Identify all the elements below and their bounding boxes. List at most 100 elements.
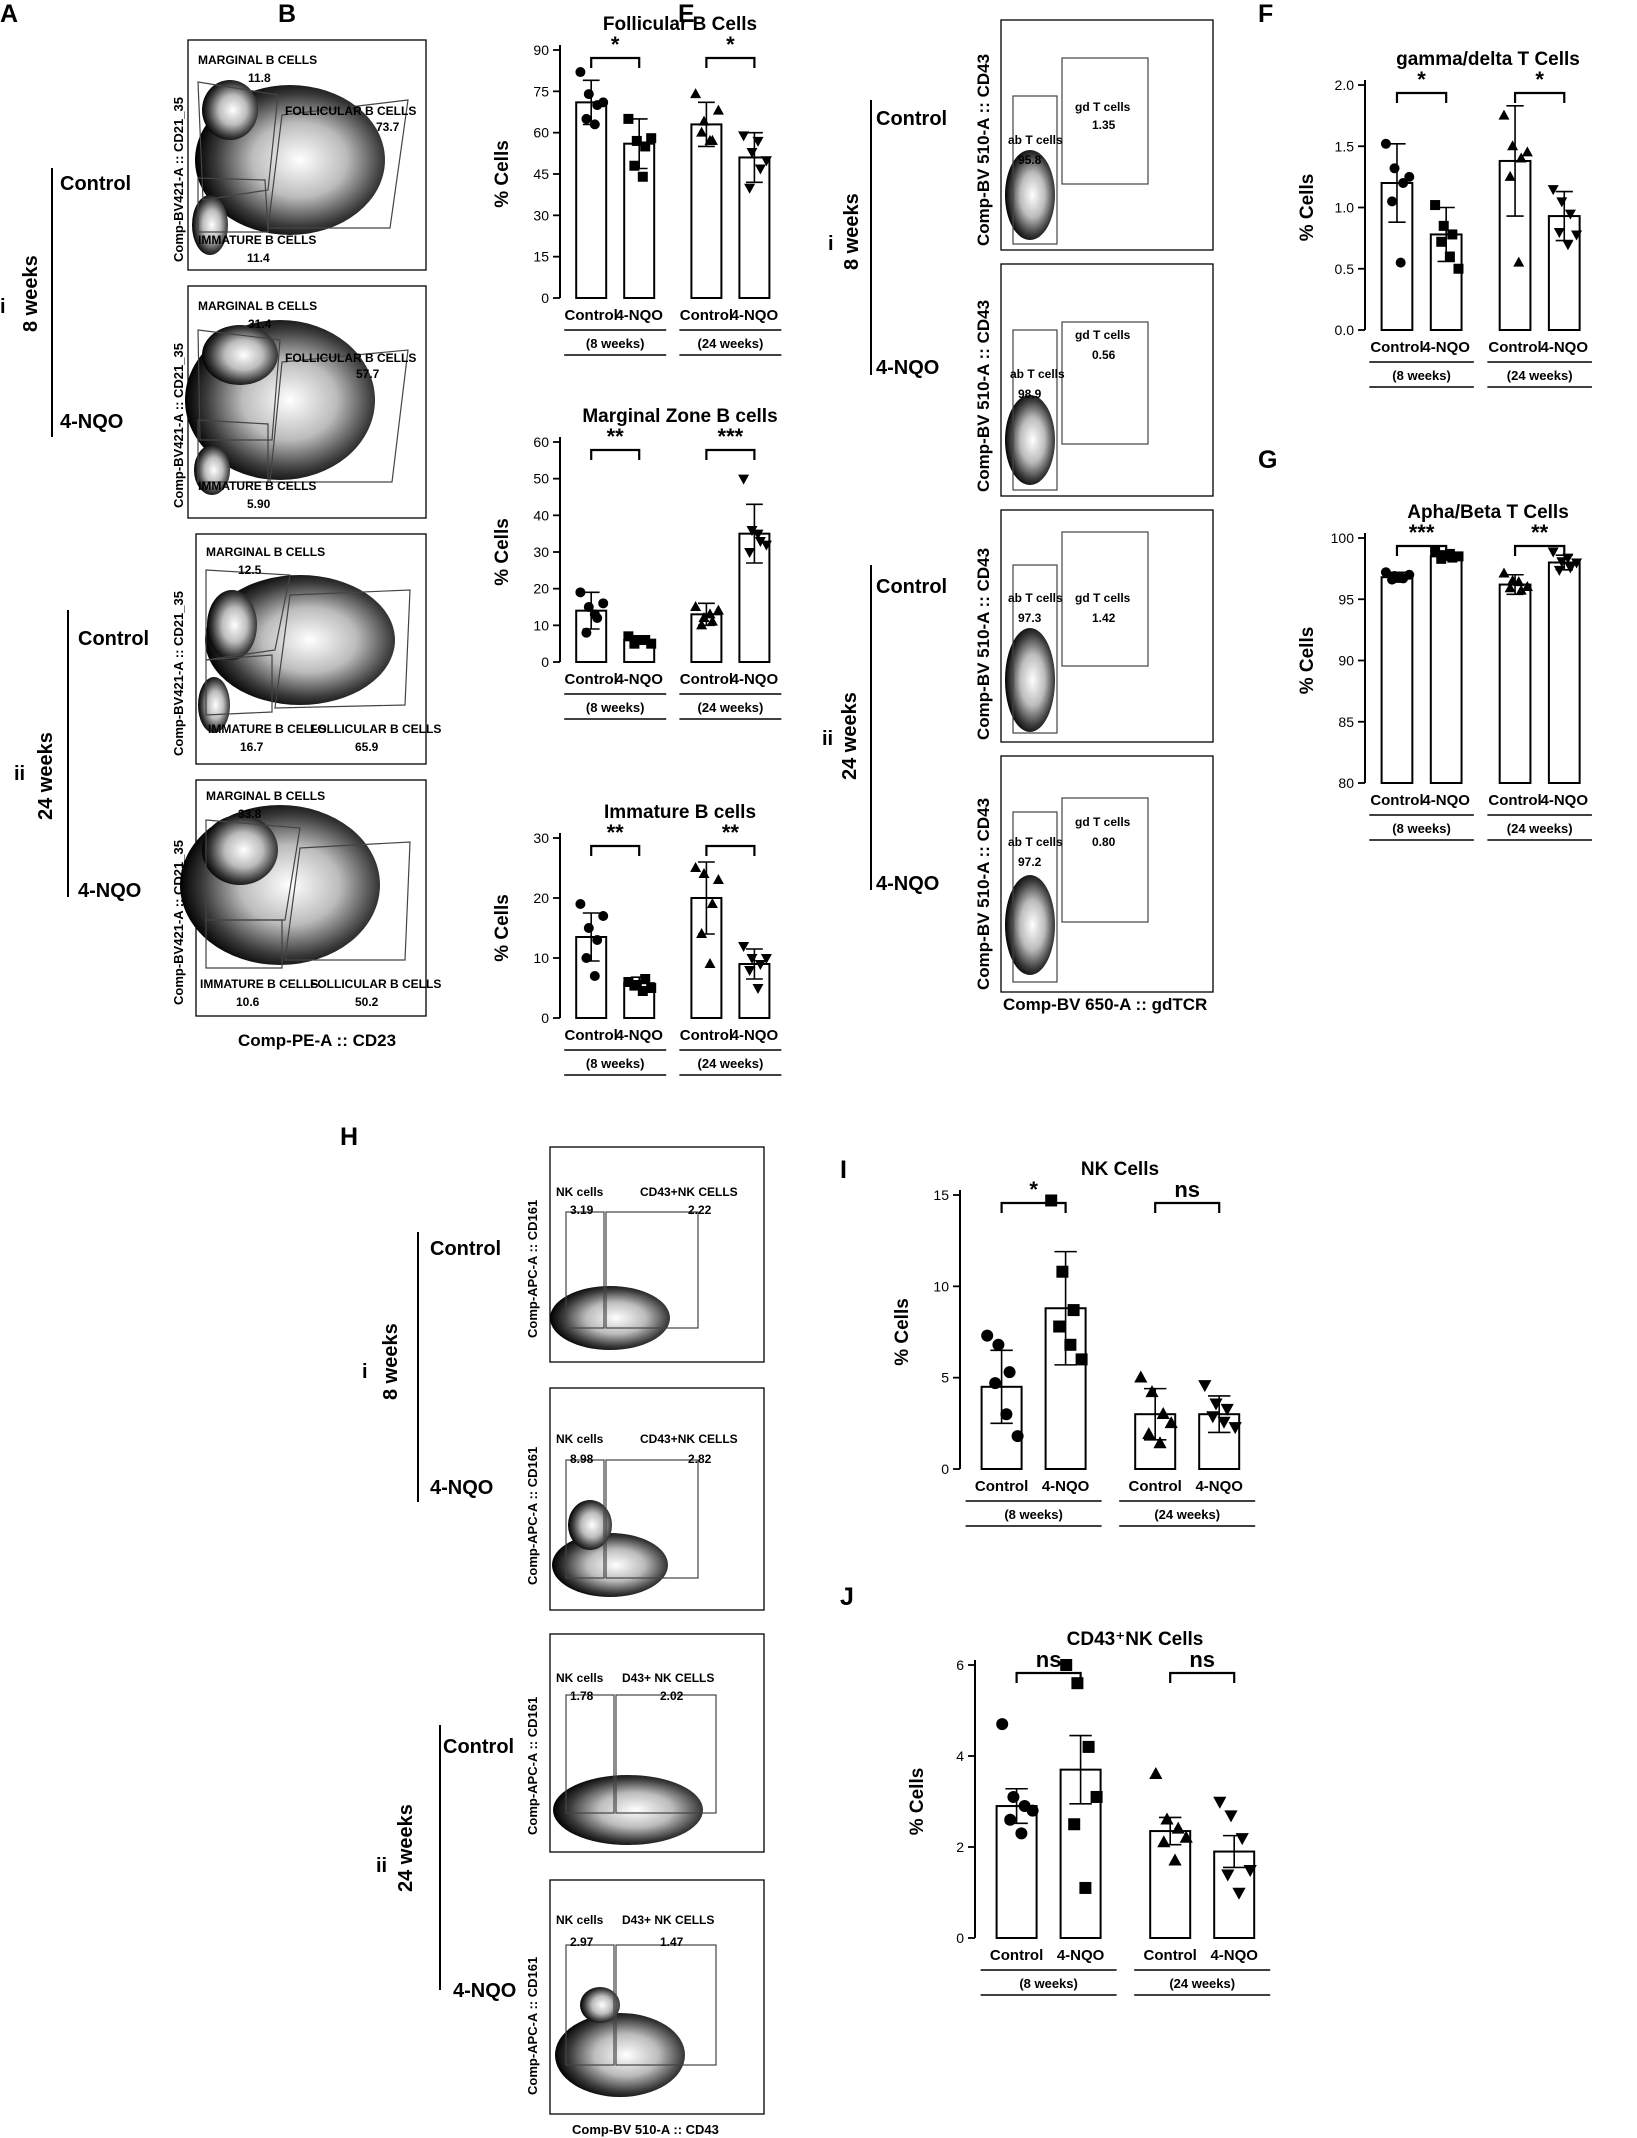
- x-category-label: Control: [680, 671, 733, 688]
- ab-gate-label: ab T cells: [1008, 591, 1063, 605]
- ab-value: 97.2: [1018, 855, 1042, 869]
- y-tick-label: 6: [956, 1657, 964, 1673]
- y-tick-label: 1.5: [1335, 138, 1355, 154]
- y-tick-label: 0: [941, 1461, 949, 1477]
- marginal-gate-label: MARGINAL B CELLS: [198, 53, 317, 67]
- data-point: [698, 612, 710, 622]
- gd-value: 0.56: [1092, 348, 1116, 362]
- data-point: [754, 537, 766, 547]
- data-point: [1090, 1790, 1103, 1803]
- x-category-label: Control: [565, 307, 618, 324]
- follicular-value: 65.9: [355, 740, 379, 754]
- data-point: [1060, 1659, 1073, 1671]
- nk-value: 1.78: [570, 1689, 594, 1703]
- flow-plot-h-4: NK cells 2.97 D43+ NK CELLS 1.47: [549, 1879, 765, 2115]
- x-category-label: Control: [1488, 792, 1541, 809]
- y-axis-label: % Cells: [907, 1768, 928, 1836]
- data-point: [1447, 229, 1458, 240]
- data-point: [760, 156, 772, 167]
- data-point: [575, 587, 586, 598]
- immature-gate-label: IMMATURE B CELLS: [208, 722, 326, 736]
- group-label: (8 weeks): [586, 336, 645, 351]
- data-point: [1453, 551, 1464, 562]
- gd-value: 1.35: [1092, 118, 1116, 132]
- data-point: [589, 119, 600, 130]
- data-point: [698, 868, 710, 878]
- immature-value: 5.90: [247, 497, 271, 511]
- significance-bracket: [1015, 1671, 1082, 1683]
- data-point: [1395, 257, 1406, 268]
- x-category-label: Control: [1488, 339, 1541, 356]
- data-point: [1015, 1827, 1028, 1840]
- data-point: [629, 980, 640, 991]
- data-point: [1053, 1320, 1066, 1333]
- x-category-label: 4-NQO: [1422, 792, 1470, 809]
- data-point: [698, 115, 710, 126]
- data-point: [1395, 572, 1406, 583]
- chart-title: Apha/Beta T Cells: [1407, 502, 1569, 523]
- nk-value: 8.98: [570, 1452, 594, 1466]
- x-category-label: Control: [1370, 339, 1423, 356]
- y-tick-label: 30: [533, 207, 549, 223]
- data-point: [1436, 236, 1447, 247]
- y-tick-label: 10: [933, 1278, 949, 1294]
- chart-title: CD43⁺NK Cells: [1067, 1629, 1204, 1650]
- data-point: [704, 958, 716, 968]
- y-tick-label: 45: [533, 166, 549, 182]
- immature-gate-label: IMMATURE B CELLS: [200, 977, 318, 991]
- nk-value: 3.19: [570, 1203, 594, 1217]
- data-point: [1513, 576, 1525, 587]
- flow-plot-e-2: gd T cells 0.56 ab T cells 98.9: [1000, 263, 1214, 497]
- data-point: [1217, 1416, 1231, 1429]
- x-category-label: Control: [990, 1947, 1043, 1964]
- data-point: [583, 602, 594, 612]
- data-point: [760, 540, 772, 551]
- data-point: [746, 526, 758, 536]
- group-label: (8 weeks): [586, 1056, 645, 1071]
- significance-label: *: [611, 32, 620, 57]
- significance-bracket: [1395, 544, 1448, 556]
- immature-value: 10.6: [236, 995, 260, 1009]
- x-category-label: 4-NQO: [1195, 1478, 1243, 1495]
- bar-chart-f: gamma/delta T Cells% Cells0.00.51.01.52.…: [1297, 49, 1592, 388]
- flow-h-yaxis-label: Comp-APC-A :: CD161: [525, 1957, 540, 2095]
- data-point: [744, 548, 756, 558]
- cd43-gate-label: CD43+NK CELLS: [640, 1185, 738, 1199]
- data-point: [1198, 1380, 1212, 1393]
- panel-label-f: F: [1258, 0, 1273, 28]
- ab-gate-label: ab T cells: [1008, 835, 1063, 849]
- y-tick-label: 30: [533, 544, 549, 560]
- x-category-label: Control: [680, 1027, 733, 1044]
- data-point: [1564, 209, 1576, 220]
- data-point: [1149, 1767, 1163, 1779]
- data-point: [696, 928, 708, 938]
- cd43-gate-label: CD43+NK CELLS: [640, 1432, 738, 1446]
- significance-bracket: [1513, 91, 1566, 103]
- data-point: [1075, 1353, 1088, 1366]
- control-label: Control: [876, 576, 947, 598]
- data-point: [1571, 558, 1583, 569]
- data-point: [1157, 1835, 1171, 1848]
- nqo-label: 4-NQO: [430, 1477, 493, 1499]
- data-point: [1564, 563, 1576, 574]
- data-point: [1056, 1265, 1069, 1278]
- ab-value: 98.9: [1018, 387, 1042, 401]
- data-point: [1221, 1869, 1235, 1882]
- flow-plot-h-2: NK cells 8.98 CD43+NK CELLS 2.82: [549, 1387, 765, 1611]
- data-point: [631, 135, 642, 146]
- gd-gate-label: gd T cells: [1075, 815, 1131, 829]
- gd-value: 1.42: [1092, 611, 1116, 625]
- data-point: [1515, 584, 1527, 595]
- data-point: [1003, 1366, 1016, 1379]
- data-point: [1562, 240, 1574, 251]
- data-point: [646, 983, 657, 993]
- data-point: [575, 899, 586, 909]
- weeks-8-label: 8 weeks: [380, 1323, 402, 1400]
- data-point: [640, 974, 651, 984]
- data-point: [629, 638, 640, 649]
- marginal-value: 33.8: [238, 807, 262, 821]
- data-point: [1504, 170, 1516, 181]
- data-point: [704, 134, 716, 145]
- y-tick-label: 95: [1338, 591, 1354, 607]
- bar-chart-d: Immature B cells% Cells0102030Control4-N…: [492, 802, 782, 1076]
